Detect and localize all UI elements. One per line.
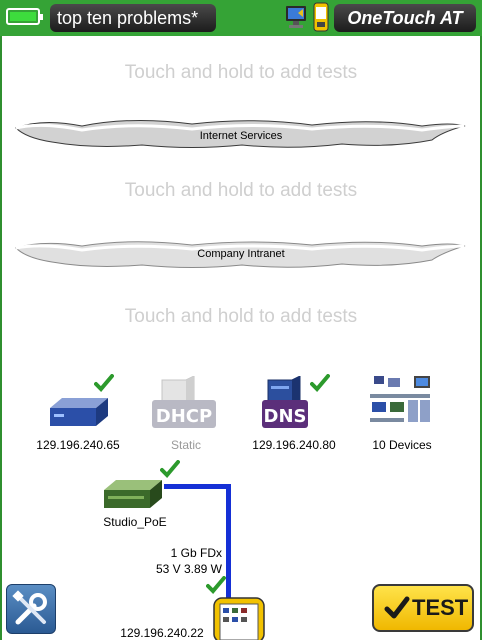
topology-canvas[interactable] — [0, 36, 482, 640]
svg-text:DHCP: DHCP — [156, 406, 212, 427]
router-address: 129.196.240.65 — [36, 438, 120, 452]
profile-title[interactable]: top ten problems* — [50, 4, 216, 32]
link-speed: 1 Gb FDx — [170, 546, 222, 560]
test-button-label: TEST — [412, 595, 469, 620]
dns-server-icon[interactable]: DNS — [262, 376, 322, 432]
company-intranet-label: Company Intranet — [197, 248, 285, 260]
tools-icon — [12, 590, 47, 625]
dns-address: 129.196.240.80 — [252, 438, 336, 452]
tools-button[interactable] — [6, 584, 56, 634]
dhcp-status: Static — [170, 438, 201, 452]
intranet-cloud-icon[interactable] — [12, 238, 468, 278]
switch-icon[interactable] — [102, 478, 164, 510]
router-icon[interactable] — [48, 394, 110, 428]
internet-cloud-icon[interactable] — [12, 118, 468, 158]
remote-pc-icon[interactable] — [284, 3, 308, 31]
tester-device-icon[interactable] — [206, 596, 270, 640]
switch-name: Studio_PoE — [103, 515, 167, 529]
network-devices-icon[interactable] — [368, 374, 434, 432]
link-poe: 53 V 3.89 W — [155, 562, 222, 576]
checkmark-icon — [384, 596, 410, 619]
link-line-vertical — [226, 484, 231, 600]
switch-check-icon — [160, 460, 180, 478]
add-tests-hint-internet[interactable]: Touch and hold to add tests — [124, 62, 358, 83]
svg-text:DNS: DNS — [264, 406, 307, 427]
test-button[interactable]: TEST — [372, 584, 474, 632]
dhcp-server-icon[interactable]: DHCP — [152, 376, 218, 432]
add-tests-hint-intranet[interactable]: Touch and hold to add tests — [124, 180, 358, 201]
tester-address: 129.196.240.22 — [120, 626, 204, 640]
brand-label: OneTouch AT — [334, 4, 476, 32]
internet-services-label: Internet Services — [199, 130, 283, 142]
header-bar: top ten problems* OneTouch AT — [0, 0, 482, 36]
add-tests-hint-devices[interactable]: Touch and hold to add tests — [124, 306, 358, 327]
handheld-device-icon[interactable] — [313, 2, 329, 32]
tester-check-icon — [206, 576, 226, 594]
battery-icon — [6, 8, 43, 25]
router-check-icon — [94, 374, 114, 392]
discovered-devices-count: 10 Devices — [372, 438, 432, 452]
dns-check-icon — [310, 374, 330, 392]
link-line-horizontal — [164, 484, 231, 489]
